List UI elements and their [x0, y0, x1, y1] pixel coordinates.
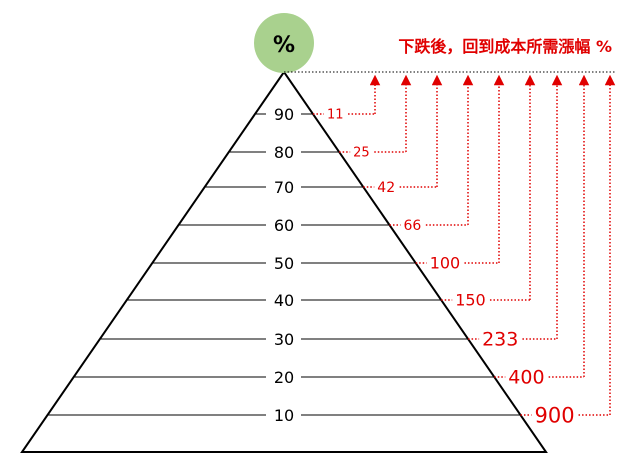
recovery-value: 11 [327, 108, 344, 123]
apex-circle [254, 13, 314, 73]
level-label: 90 [274, 105, 294, 124]
recovery-value: 66 [403, 218, 421, 234]
apex-percent-label: % [273, 33, 295, 58]
level-label: 40 [274, 291, 294, 310]
level-label: 30 [274, 330, 294, 349]
level-label: 70 [274, 178, 294, 197]
recovery-value: 25 [353, 146, 370, 161]
recovery-value: 900 [534, 403, 574, 427]
level-label: 60 [274, 216, 294, 235]
level-rows: 90 11 80 25 70 42 60 66 50 100 40 150 30 233 20 400 10 90… [47, 74, 616, 427]
level-label: 80 [274, 143, 294, 162]
recovery-value: 100 [430, 254, 461, 273]
recovery-value: 42 [377, 180, 395, 196]
chart-title: 下跌後，回到成本所需漲幅 % [398, 37, 612, 56]
level-label: 10 [274, 406, 294, 425]
recovery-value: 233 [482, 329, 518, 351]
level-label: 50 [274, 254, 294, 273]
pyramid-outline [20, 70, 548, 453]
recovery-value: 400 [508, 367, 544, 389]
level-label: 20 [274, 368, 294, 387]
recovery-value: 150 [455, 291, 486, 310]
